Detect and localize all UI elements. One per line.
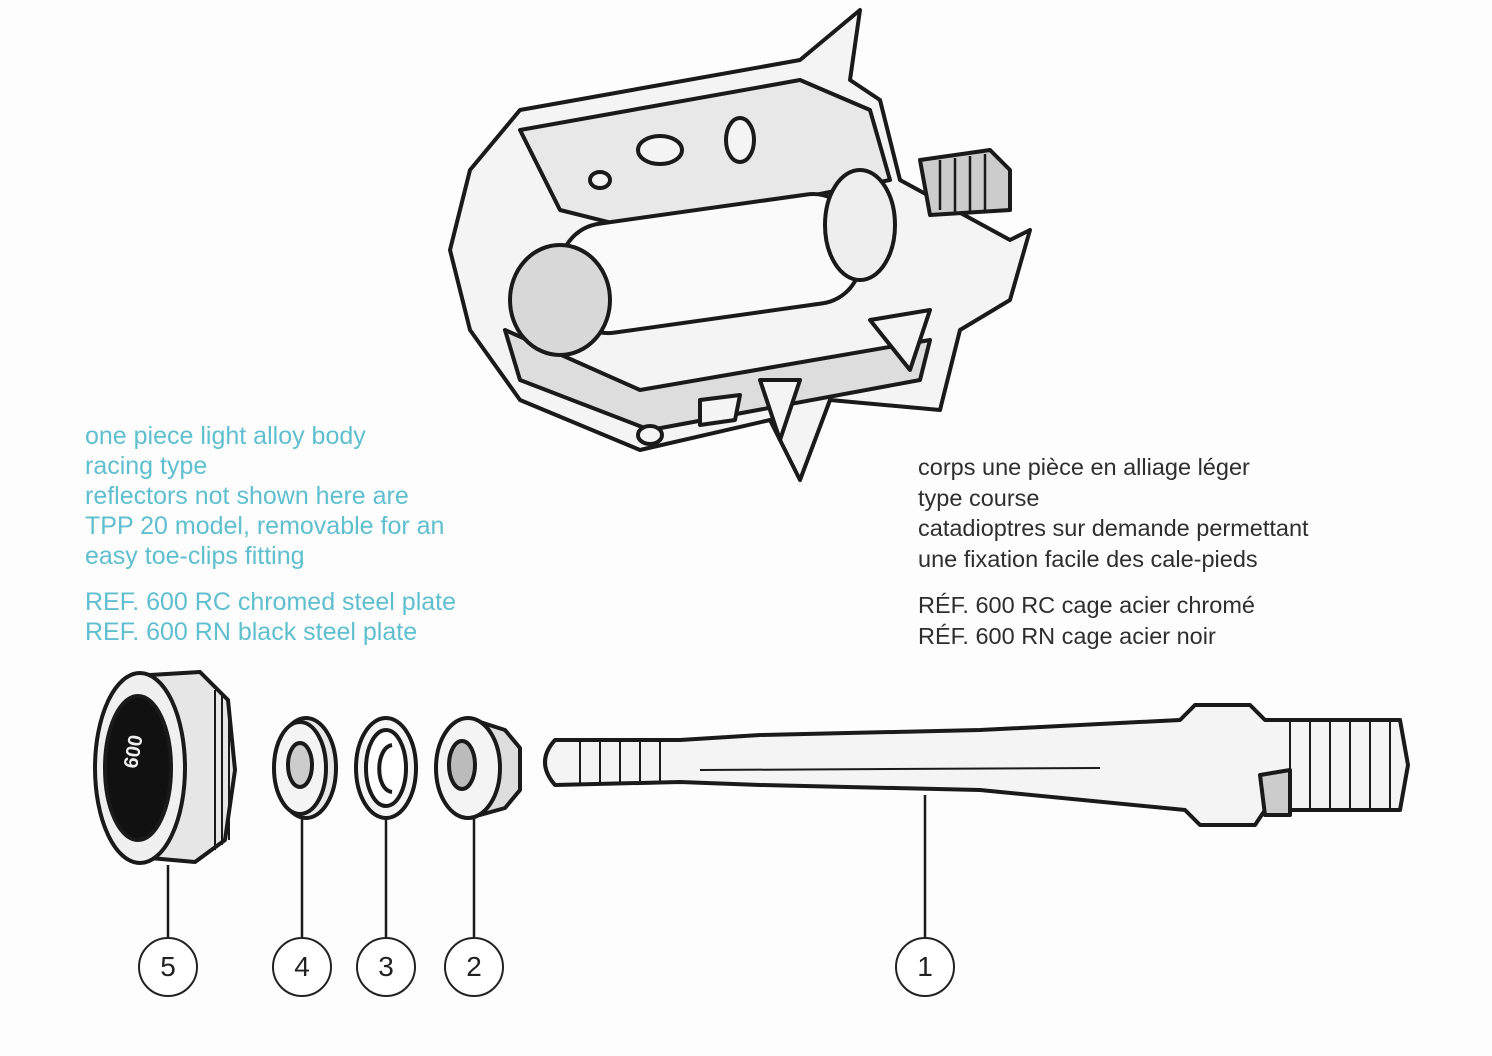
- callout-2: 2: [444, 937, 504, 997]
- english-line: TPP 20 model, removable for an: [85, 512, 445, 540]
- callout-1: 1: [895, 937, 955, 997]
- english-line: racing type: [85, 452, 208, 480]
- cone-part: [434, 716, 522, 820]
- english-ref-rn: REF. 600 RN black steel plate: [85, 618, 418, 646]
- dust-cap-part: 600: [93, 670, 237, 865]
- english-line: one piece light alloy body: [85, 422, 366, 450]
- french-line: une fixation facile des cale-pieds: [918, 545, 1258, 572]
- leader-lines: [166, 795, 927, 937]
- french-line: corps une pièce en alliage léger: [918, 454, 1250, 480]
- french-ref-rc: RÉF. 600 RC cage acier chromé: [918, 592, 1255, 618]
- callout-5: 5: [138, 937, 198, 997]
- callout-4: 4: [272, 937, 332, 997]
- french-line: type course: [918, 484, 1040, 511]
- locknut-part: [272, 716, 338, 820]
- french-ref-rn: RÉF. 600 RN cage acier noir: [918, 622, 1216, 649]
- pedal-illustration: [448, 8, 1032, 482]
- english-description: one piece light alloy body racing type r…: [85, 421, 456, 647]
- english-line: reflectors not shown here are: [85, 482, 409, 510]
- lock-washer-part: [354, 716, 418, 820]
- english-line: easy toe-clips fitting: [85, 542, 305, 570]
- french-description: corps une pièce en alliage léger type co…: [918, 452, 1309, 651]
- axle-part: [543, 703, 1410, 827]
- french-line: catadioptres sur demande permettant: [918, 515, 1309, 541]
- callout-3: 3: [356, 937, 416, 997]
- english-ref-rc: REF. 600 RC chromed steel plate: [85, 588, 457, 616]
